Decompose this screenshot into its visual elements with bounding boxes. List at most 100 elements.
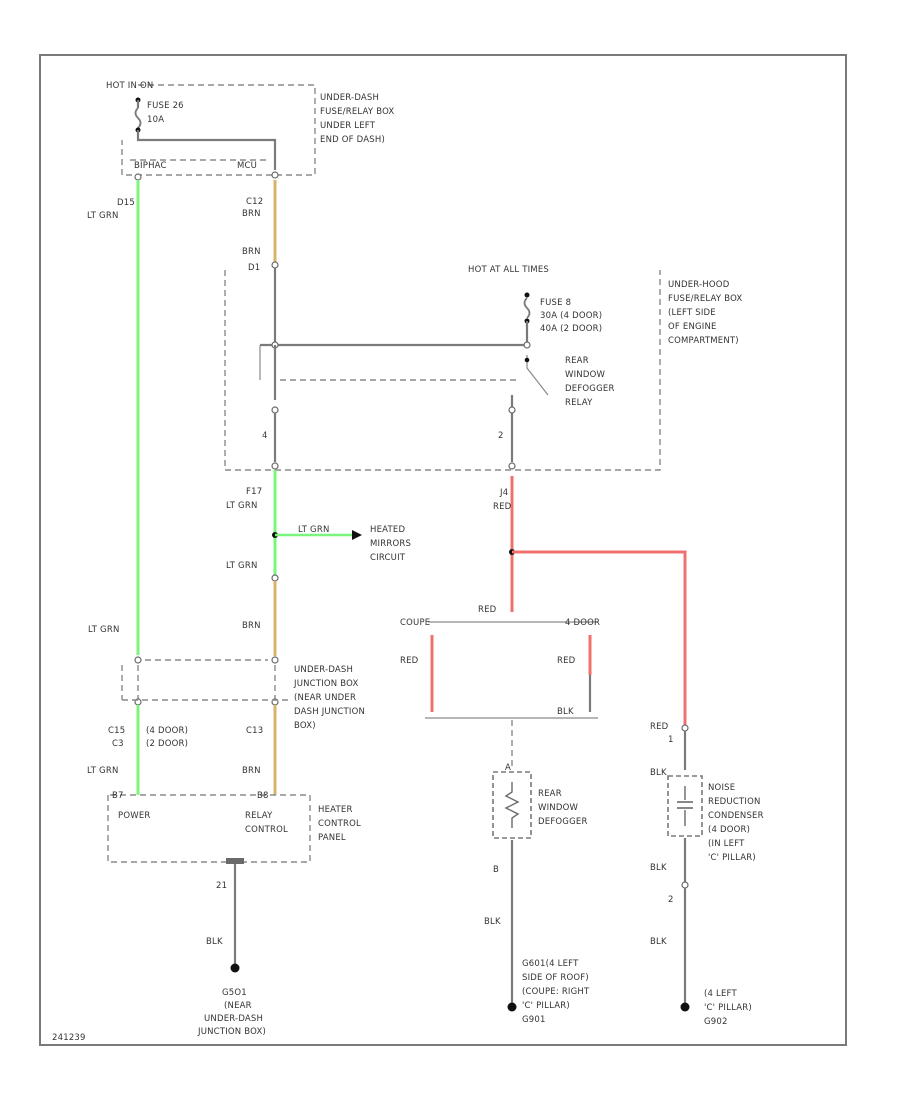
coupe-label: COUPE — [400, 618, 430, 628]
under-dash-fuse-box: HOT IN ON FUSE 26 10A BIPHAC MCU UNDER-D… — [106, 81, 394, 181]
noise-reduction-condenser: RED 1 BLK NOISE REDUCTION CONDENSER (4 D… — [650, 722, 764, 1027]
wire-color-red-right: RED — [557, 656, 576, 666]
connector-pin-d1 — [271, 261, 279, 269]
fuse-box-pin-left: BIPHAC — [134, 161, 167, 171]
junction-label-4: DASH JUNCTION — [294, 707, 365, 717]
wire-color-branch: LT GRN — [298, 525, 330, 535]
relay-pin-4 — [271, 406, 279, 414]
relay-box-pin-right — [523, 341, 531, 349]
fuse-box-label-1: UNDER-DASH — [320, 93, 379, 103]
panel-relay-label-1: RELAY — [245, 811, 273, 821]
arrow-right-icon — [352, 530, 362, 540]
ground-g902-line-2: 'C' PILLAR) — [704, 1003, 752, 1013]
wire-color-brn-lower: BRN — [242, 621, 261, 631]
center-lower-wire: F17 LT GRN LT GRN HEATED MIRRORS CIRCUIT… — [122, 470, 411, 795]
condenser-line-3: CONDENSER — [708, 811, 764, 821]
relay-pin-4-label: 4 — [262, 431, 268, 441]
wire-color-brn-2: BRN — [242, 247, 261, 257]
hatchback-label: 4 DOOR — [565, 618, 600, 628]
panel-label-1: HEATER — [318, 805, 353, 815]
heater-control-panel: B7 B8 POWER RELAY CONTROL HEATER CONTROL… — [107, 791, 361, 1037]
wire-color-blk-under: BLK — [557, 707, 574, 717]
condenser-line-2: REDUCTION — [708, 797, 761, 807]
wire-label-c12: C12 — [246, 197, 263, 207]
wire-label-c15: C15 — [108, 726, 125, 736]
connector-pin-c12 — [271, 171, 279, 179]
hood-box-label-3: (LEFT SIDE — [668, 308, 716, 318]
wire-color-brn-bottom: BRN — [242, 766, 261, 776]
ground-g902-symbol — [680, 1002, 690, 1012]
hot-in-on-label: HOT IN ON — [106, 81, 153, 91]
panel-pin-right: B8 — [257, 791, 269, 801]
ground-g601-line-1: G601(4 LEFT — [522, 959, 579, 969]
heater-panel-outline — [107, 794, 311, 863]
relay-switch-pivot — [524, 357, 530, 363]
condenser-pin-1 — [681, 724, 689, 732]
condenser-body-box — [667, 775, 703, 837]
relay-pin-2-connector — [508, 406, 516, 414]
defogger-element-icon — [504, 782, 520, 828]
defogger-pin-b: B — [493, 865, 499, 875]
ground-g601-line-5: G901 — [522, 1015, 546, 1025]
ground-g501-line-4: JUNCTION BOX) — [197, 1027, 266, 1037]
connector-pin-lt-grn-lower — [271, 574, 279, 582]
wire-color-red-top: RED — [478, 605, 497, 615]
panel-relay-label-2: CONTROL — [245, 825, 288, 835]
wire-label-f17: F17 — [246, 487, 262, 497]
defogger-line-1: REAR — [538, 789, 562, 799]
hot-at-all-times-label: HOT AT ALL TIMES — [468, 265, 549, 275]
wire-color-f17: LT GRN — [226, 501, 258, 511]
heated-mirrors-line-1: HEATED — [370, 525, 405, 535]
condenser-pin-2-label: 2 — [668, 895, 674, 905]
ground-pin-label: 21 — [216, 881, 227, 891]
junction-label-1: UNDER-DASH — [294, 665, 353, 675]
ground-g501-symbol — [230, 963, 240, 973]
junction-label-5: BOX) — [294, 721, 316, 731]
red-feed-wire: J4 RED RED COUPE 4 DOOR RED RED BLK — [400, 476, 687, 768]
ground-g501-line-2: (NEAR — [224, 1001, 252, 1011]
relay-label-3: DEFOGGER — [565, 384, 615, 394]
panel-label-2: CONTROL — [318, 819, 361, 829]
fuse-26-bus — [136, 130, 277, 170]
hood-box-label-2: FUSE/RELAY BOX — [668, 294, 742, 304]
ground-wire-color: BLK — [206, 937, 223, 947]
lt-grn-left-wire: D15 LT GRN LT GRN C15 C3 (4 DOOR) (2 DOO… — [87, 180, 188, 795]
condenser-wire-color-blk-1: BLK — [650, 768, 667, 778]
fuse-box-label-3: UNDER LEFT — [320, 121, 376, 131]
relay-label-2: WINDOW — [565, 370, 606, 380]
defogger-element-box — [492, 771, 532, 839]
wire-color-lt-grn-lower: LT GRN — [226, 561, 258, 571]
junction-label-2: JUNCTION BOX — [293, 679, 359, 689]
fuse-box-label-2: FUSE/RELAY BOX — [320, 107, 394, 117]
ground-g501-line-1: G5O1 — [222, 988, 247, 998]
wire-label-c15-sub: C3 — [112, 739, 124, 749]
ground-g501-line-3: UNDER-DASH — [204, 1014, 263, 1024]
wire-label-d15: D15 — [117, 198, 135, 208]
wire-color-lt-grn-left: LT GRN — [88, 625, 120, 635]
ground-g601-line-2: SIDE OF ROOF) — [522, 973, 589, 983]
fuse-26-icon — [134, 107, 142, 129]
fuse-box-label-4: END OF DASH) — [320, 135, 385, 145]
condenser-line-6: 'C' PILLAR) — [708, 853, 756, 863]
condenser-line-5: (IN LEFT — [708, 839, 745, 849]
condenser-pin-1-label: 1 — [668, 735, 674, 745]
defogger-wire-color: BLK — [484, 917, 501, 927]
junction-label-3: (NEAR UNDER — [294, 693, 356, 703]
defogger-line-2: WINDOW — [538, 803, 579, 813]
connector-pin-a20 — [271, 656, 279, 664]
center-control-wire: C12 BRN BRN D1 — [242, 180, 279, 345]
ground-g601-line-3: (COUPE: RIGHT — [522, 987, 590, 997]
defogger-line-3: DEFOGGER — [538, 817, 588, 827]
fuse-8-amp-b: 40A (2 DOOR) — [540, 324, 602, 334]
rear-window-defogger: A REAR WINDOW DEFOGGER B BLK G601(4 LEFT… — [484, 763, 590, 1025]
condenser-wire-color-red: RED — [650, 722, 669, 732]
fuse-box-pin-right: MCU — [237, 161, 257, 171]
defogger-pin-a: A — [505, 763, 511, 773]
panel-power-label: POWER — [118, 811, 151, 821]
under-hood-fuse-box: HOT AT ALL TIMES FUSE 8 30A (4 DOOR) 40A… — [224, 265, 742, 471]
condenser-pin-2 — [681, 881, 689, 889]
wire-label-j4: J4 — [499, 488, 508, 498]
relay-switch-contact-icon — [526, 355, 549, 396]
fuse-8-amp-a: 30A (4 DOOR) — [540, 311, 602, 321]
